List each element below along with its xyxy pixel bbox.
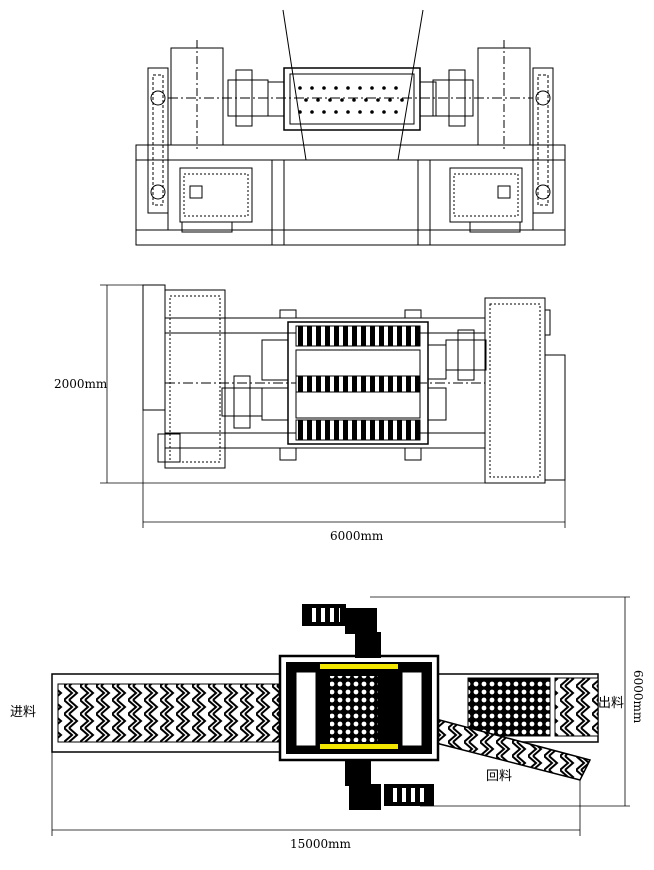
layout-dimensions [51,596,630,836]
front-elevation [135,9,566,246]
plan-dimensions [100,284,566,528]
total-length-label: 15000mm [290,837,351,851]
width-dimension-label: 2000mm [54,377,108,391]
length-dimension-label: 6000mm [330,529,384,543]
plan-cutter-teeth [295,325,421,441]
front-cutter-dots [298,86,404,114]
line-layout [51,604,599,810]
height-dimension-label: 6000mm [631,670,645,724]
feed-in-label: 进料 [10,705,37,720]
feed-out-label: 出料 [598,696,625,711]
return-feed-label: 回料 [486,769,513,784]
